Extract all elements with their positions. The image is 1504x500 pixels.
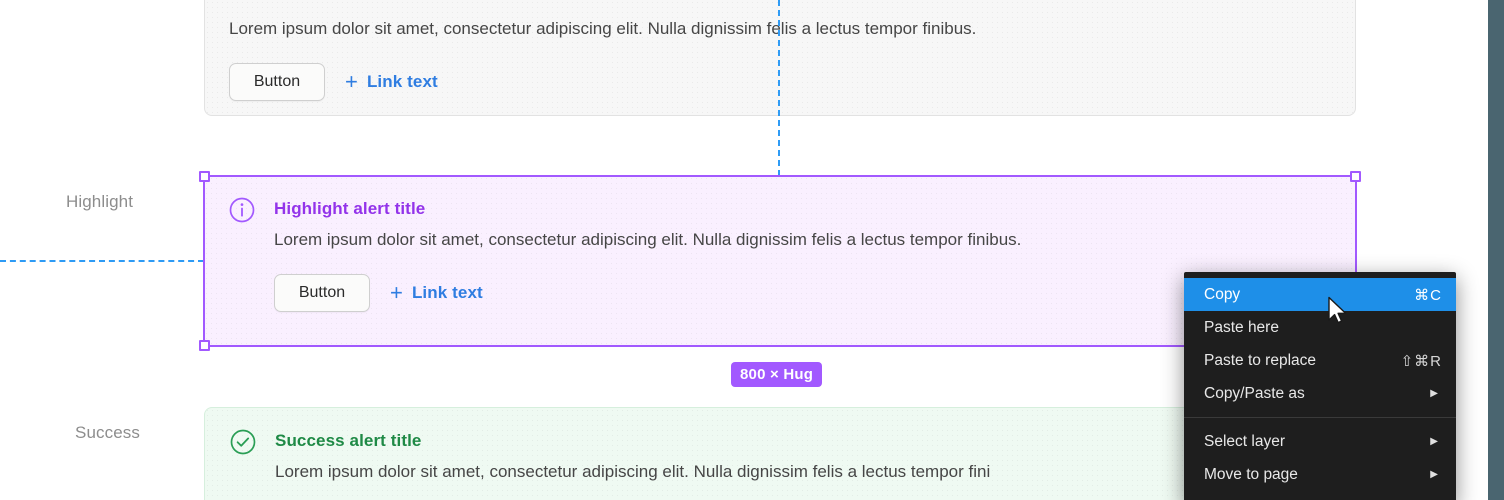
alert-description: Lorem ipsum dolor sit amet, consectetur … (275, 462, 991, 481)
menu-item-copy[interactable]: Copy ⌘C (1184, 278, 1456, 311)
right-panel-edge (1488, 0, 1504, 500)
chevron-right-icon: ▶ (1430, 435, 1438, 447)
alert-card-success[interactable]: Success alert title Lorem ipsum dolor si… (204, 407, 1356, 500)
menu-item-paste-to-replace[interactable]: Paste to replace ⇧⌘R (1184, 344, 1456, 377)
alert-link-label: Link text (411, 283, 483, 302)
check-circle-icon (229, 428, 257, 456)
menu-item-label: Copy/Paste as (1204, 384, 1305, 402)
alert-title: Highlight alert title (274, 199, 426, 218)
row-label-highlight: Highlight (66, 192, 134, 211)
smart-guide-vertical (778, 0, 780, 176)
alert-card-highlight[interactable]: Highlight alert title Lorem ipsum dolor … (204, 176, 1356, 346)
chevron-right-icon: ▶ (1430, 468, 1438, 480)
menu-item-label: Paste here (1204, 318, 1279, 336)
menu-item-label: Paste to replace (1204, 351, 1317, 369)
smart-guide-horizontal (0, 260, 204, 262)
alert-link-label: Link text (366, 72, 438, 91)
size-badge: 800 × Hug (731, 362, 823, 387)
chevron-right-icon: ▶ (1430, 387, 1438, 399)
info-circle-icon (228, 196, 256, 224)
menu-item-label: Move to page (1204, 465, 1298, 483)
menu-item-label: Copy (1204, 285, 1241, 303)
plus-icon: + (345, 69, 358, 94)
menu-separator (1184, 417, 1456, 418)
alert-link[interactable]: + Link text (345, 71, 438, 93)
menu-item-paste-here[interactable]: Paste here (1184, 311, 1456, 344)
alert-button[interactable]: Button (274, 274, 370, 312)
mouse-cursor (1327, 296, 1349, 326)
context-menu[interactable]: Copy ⌘C Paste here Paste to replace ⇧⌘R … (1184, 272, 1456, 500)
menu-item-move-to-page[interactable]: Move to page ▶ (1184, 458, 1456, 491)
alert-link[interactable]: + Link text (390, 282, 483, 304)
menu-item-shortcut: ⇧⌘R (1400, 352, 1442, 370)
alert-description: Lorem ipsum dolor sit amet, consectetur … (274, 230, 1022, 249)
menu-item-copy-paste-as[interactable]: Copy/Paste as ▶ (1184, 377, 1456, 410)
plus-icon: + (390, 280, 403, 305)
menu-item-shortcut: ⌘C (1414, 286, 1442, 304)
row-label-success: Success (75, 423, 140, 442)
alert-card-neutral[interactable]: Lorem ipsum dolor sit amet, consectetur … (204, 0, 1356, 116)
alert-title: Success alert title (275, 431, 422, 450)
menu-item-select-layer[interactable]: Select layer ▶ (1184, 425, 1456, 458)
menu-item-label: Select layer (1204, 432, 1285, 450)
alert-description: Lorem ipsum dolor sit amet, consectetur … (229, 19, 977, 38)
alert-button[interactable]: Button (229, 63, 325, 101)
